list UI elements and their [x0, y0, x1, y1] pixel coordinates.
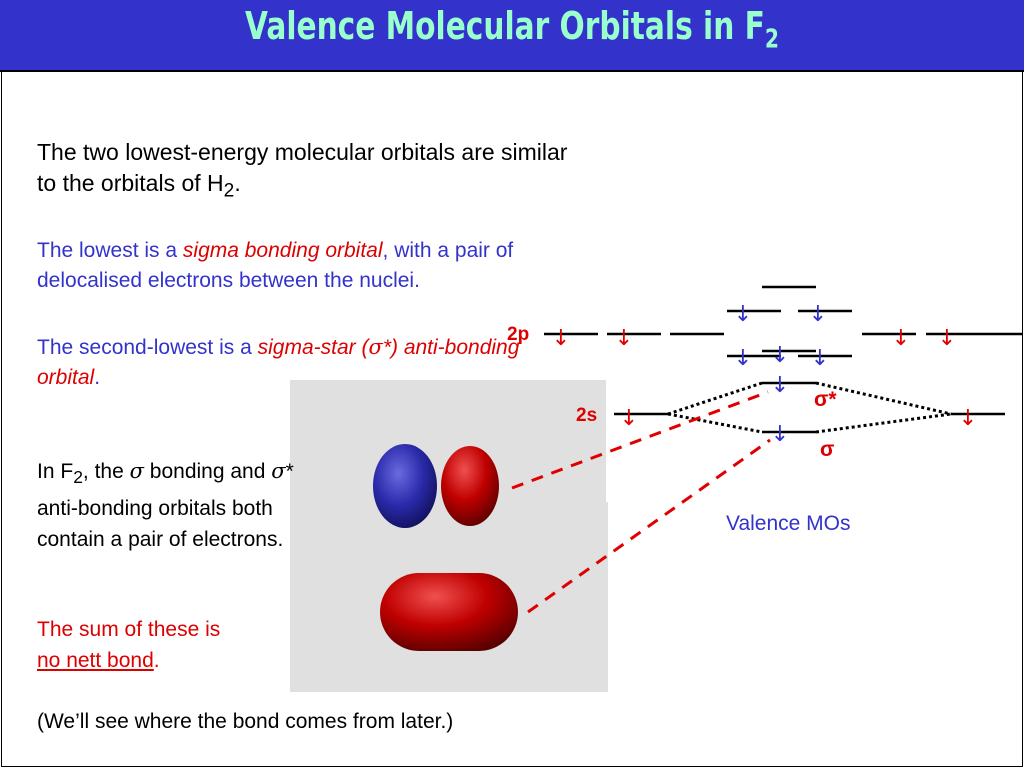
slide-title: Valence Molecular Orbitals in F2: [113, 4, 912, 55]
antibonding-lobe-red: [441, 446, 499, 526]
f2-note-paragraph: In F2, the σ bonding and σ* anti-bonding…: [37, 456, 297, 555]
slide-frame: [1, 72, 1023, 767]
slide-title-subscript: 2: [764, 24, 779, 55]
pointer-bonding: [527, 438, 771, 614]
electron-arrows: ↓ ↓ ↓ ↓ ↓ ↓ ↓ ↓ ↓ ↓ ↓ ↓ ↓: [552, 302, 977, 447]
arrow-2p-r1: ↓: [892, 326, 910, 351]
arrow-pi-star-b: ↓: [809, 302, 827, 327]
lowest-suffix: , with a pair of delocalised electrons b…: [37, 239, 514, 292]
label-2p: 2p: [507, 324, 529, 345]
arrow-pi-a: ↓: [734, 346, 752, 371]
panel-notch: [606, 380, 614, 502]
intro-end: .: [234, 170, 241, 196]
pointer-antibonding: [511, 390, 769, 490]
arrow-pi-b: ↓: [811, 346, 829, 371]
sigma-symbol-note-2: σ: [271, 459, 286, 483]
arrow-pi-star-a: ↓: [734, 302, 752, 327]
f2-note-c: bonding and: [143, 460, 272, 483]
second-paragraph: The second-lowest is a sigma-star (σ*) a…: [37, 332, 557, 393]
title-bar: Valence Molecular Orbitals in F2: [0, 0, 1024, 72]
pointer-lines: [511, 390, 771, 614]
label-sigma-star: σ*: [814, 388, 837, 411]
arrow-2s-left: ↓: [620, 406, 638, 431]
arrow-2p-l1: ↓: [552, 326, 570, 351]
corr-right-up: [815, 381, 952, 416]
corr-right-down: [815, 412, 952, 434]
f2-note-a: In F: [37, 460, 74, 483]
arrow-2s-right: ↓: [959, 406, 977, 431]
intro-text: The two lowest-energy molecular orbitals…: [37, 139, 568, 196]
valence-mos-caption: Valence MOs: [726, 512, 851, 535]
antibonding-lobe-blue: [373, 444, 437, 528]
sigma-symbol: σ: [368, 335, 383, 359]
sum-a: The sum of these is: [37, 618, 221, 641]
second-prefix: The second-lowest is a: [37, 336, 258, 359]
energy-levels: [544, 285, 1022, 434]
second-end: .: [94, 366, 101, 389]
corr-left-down: [667, 412, 763, 434]
arrow-sigma-2s: ↓: [771, 422, 789, 447]
no-nett-bond: no nett bond: [37, 649, 154, 672]
corr-left-up: [667, 381, 763, 416]
correlation-lines: [667, 381, 952, 434]
later-note: (We’ll see where the bond comes from lat…: [37, 710, 454, 733]
lowest-paragraph: The lowest is a sigma bonding orbital, w…: [37, 236, 557, 296]
sigma-star-term-a: sigma-star (: [257, 336, 369, 359]
f2-note-b: , the: [82, 460, 130, 483]
lowest-prefix: The lowest is a: [37, 239, 183, 262]
sigma-bonding-term: sigma bonding orbital: [182, 239, 383, 262]
f2-note-subscript: 2: [73, 467, 83, 488]
sigma-symbol-note: σ: [129, 459, 144, 483]
sum-end: .: [153, 649, 160, 672]
label-2s: 2s: [576, 405, 597, 426]
label-sigma: σ: [820, 438, 834, 461]
intro-subscript: 2: [223, 180, 235, 202]
bonding-orbital: [380, 573, 518, 651]
arrow-sigma-2p: ↓: [771, 343, 789, 368]
orbital-render-panel: [290, 380, 608, 692]
orbital-shapes: [373, 444, 518, 651]
slide-title-text: Valence Molecular Orbitals in F: [244, 4, 765, 48]
arrow-2p-l2: ↓: [615, 326, 633, 351]
sigma-star-term-b: *) anti-bonding orbital: [37, 336, 520, 389]
f2-note-d: * anti-bonding orbitals both contain a p…: [37, 460, 294, 552]
arrow-2p-r2: ↓: [938, 326, 956, 351]
arrow-sigma-star-2s: ↓: [771, 373, 789, 398]
sum-paragraph: The sum of these is no nett bond.: [37, 614, 297, 676]
intro-paragraph: The two lowest-energy molecular orbitals…: [37, 137, 577, 207]
